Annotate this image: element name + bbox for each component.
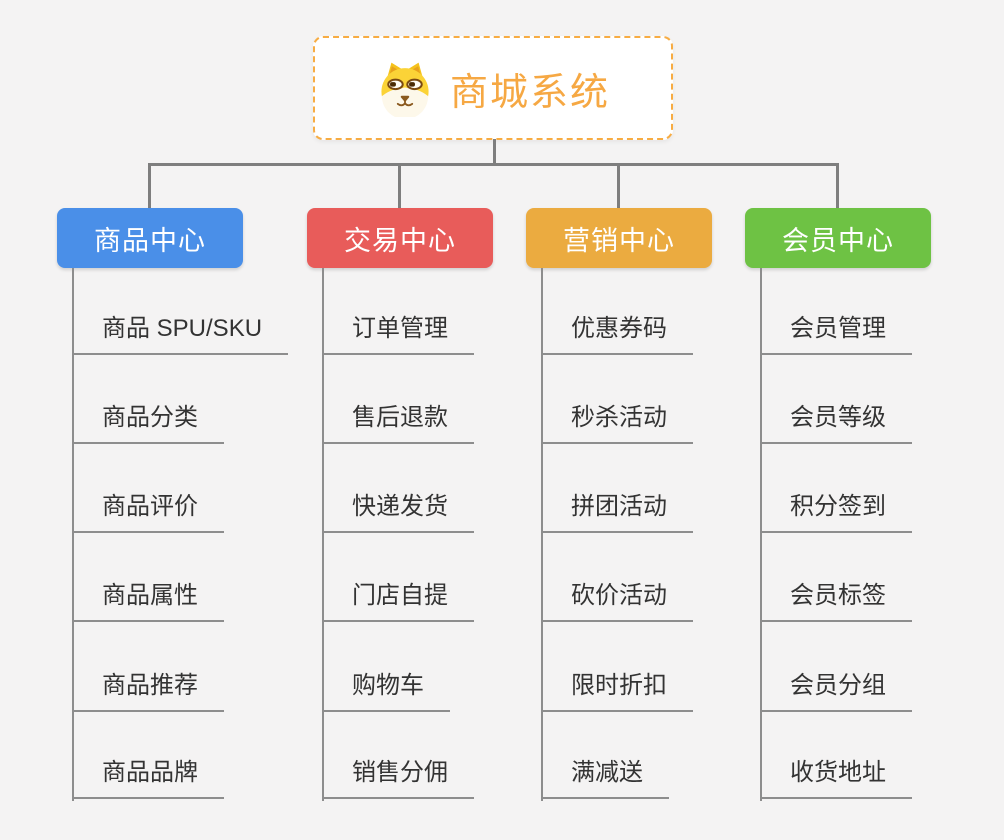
connector-drop-member: [836, 163, 839, 209]
branch-trade-center[interactable]: 交易中心: [307, 208, 493, 268]
child-topic[interactable]: 订单管理: [322, 314, 474, 355]
branch-marketing-center[interactable]: 营销中心: [526, 208, 712, 268]
child-topic[interactable]: 购物车: [322, 671, 450, 712]
branch-product-children: 商品 SPU/SKU 商品分类 商品评价 商品属性 商品推荐 商品品牌: [72, 268, 342, 801]
child-topic[interactable]: 砍价活动: [541, 581, 693, 622]
child-topic[interactable]: 积分签到: [760, 492, 912, 533]
child-topic[interactable]: 会员标签: [760, 581, 912, 622]
child-topic[interactable]: 会员管理: [760, 314, 912, 355]
child-topic[interactable]: 销售分佣: [322, 758, 474, 799]
child-topic[interactable]: 会员等级: [760, 403, 912, 444]
dog-face-icon: [381, 62, 429, 117]
child-topic[interactable]: 商品品牌: [72, 758, 224, 799]
root-topic[interactable]: 商城系统: [313, 36, 673, 140]
child-topic[interactable]: 商品评价: [72, 492, 224, 533]
child-topic[interactable]: 秒杀活动: [541, 403, 693, 444]
connector-drop-product: [148, 163, 151, 209]
child-topic[interactable]: 满减送: [541, 758, 669, 799]
child-topic[interactable]: 商品分类: [72, 403, 224, 444]
child-topic[interactable]: 商品推荐: [72, 671, 224, 712]
child-topic[interactable]: 快递发货: [322, 492, 474, 533]
branch-member-center[interactable]: 会员中心: [745, 208, 931, 268]
branch-member-children: 会员管理 会员等级 积分签到 会员标签 会员分组 收货地址: [760, 268, 1004, 801]
branch-product-center[interactable]: 商品中心: [57, 208, 243, 268]
root-topic-title: 商城系统: [449, 71, 610, 114]
child-topic[interactable]: 限时折扣: [541, 671, 693, 712]
child-topic[interactable]: 优惠券码: [541, 314, 693, 355]
child-topic[interactable]: 商品属性: [72, 581, 224, 622]
child-topic[interactable]: 商品 SPU/SKU: [72, 314, 289, 355]
child-topic[interactable]: 会员分组: [760, 671, 912, 712]
connector-bus: [148, 163, 839, 166]
connector-root-stem: [493, 139, 496, 165]
branch-marketing-children: 优惠券码 秒杀活动 拼团活动 砍价活动 限时折扣 满减送: [541, 268, 811, 801]
branch-trade-children: 订单管理 售后退款 快递发货 门店自提 购物车 销售分佣: [322, 268, 592, 801]
child-topic[interactable]: 售后退款: [322, 403, 474, 444]
connector-drop-marketing: [617, 163, 620, 209]
child-topic[interactable]: 收货地址: [760, 758, 912, 799]
connector-drop-trade: [398, 163, 401, 209]
child-topic[interactable]: 门店自提: [322, 581, 474, 622]
child-topic[interactable]: 拼团活动: [541, 492, 693, 533]
